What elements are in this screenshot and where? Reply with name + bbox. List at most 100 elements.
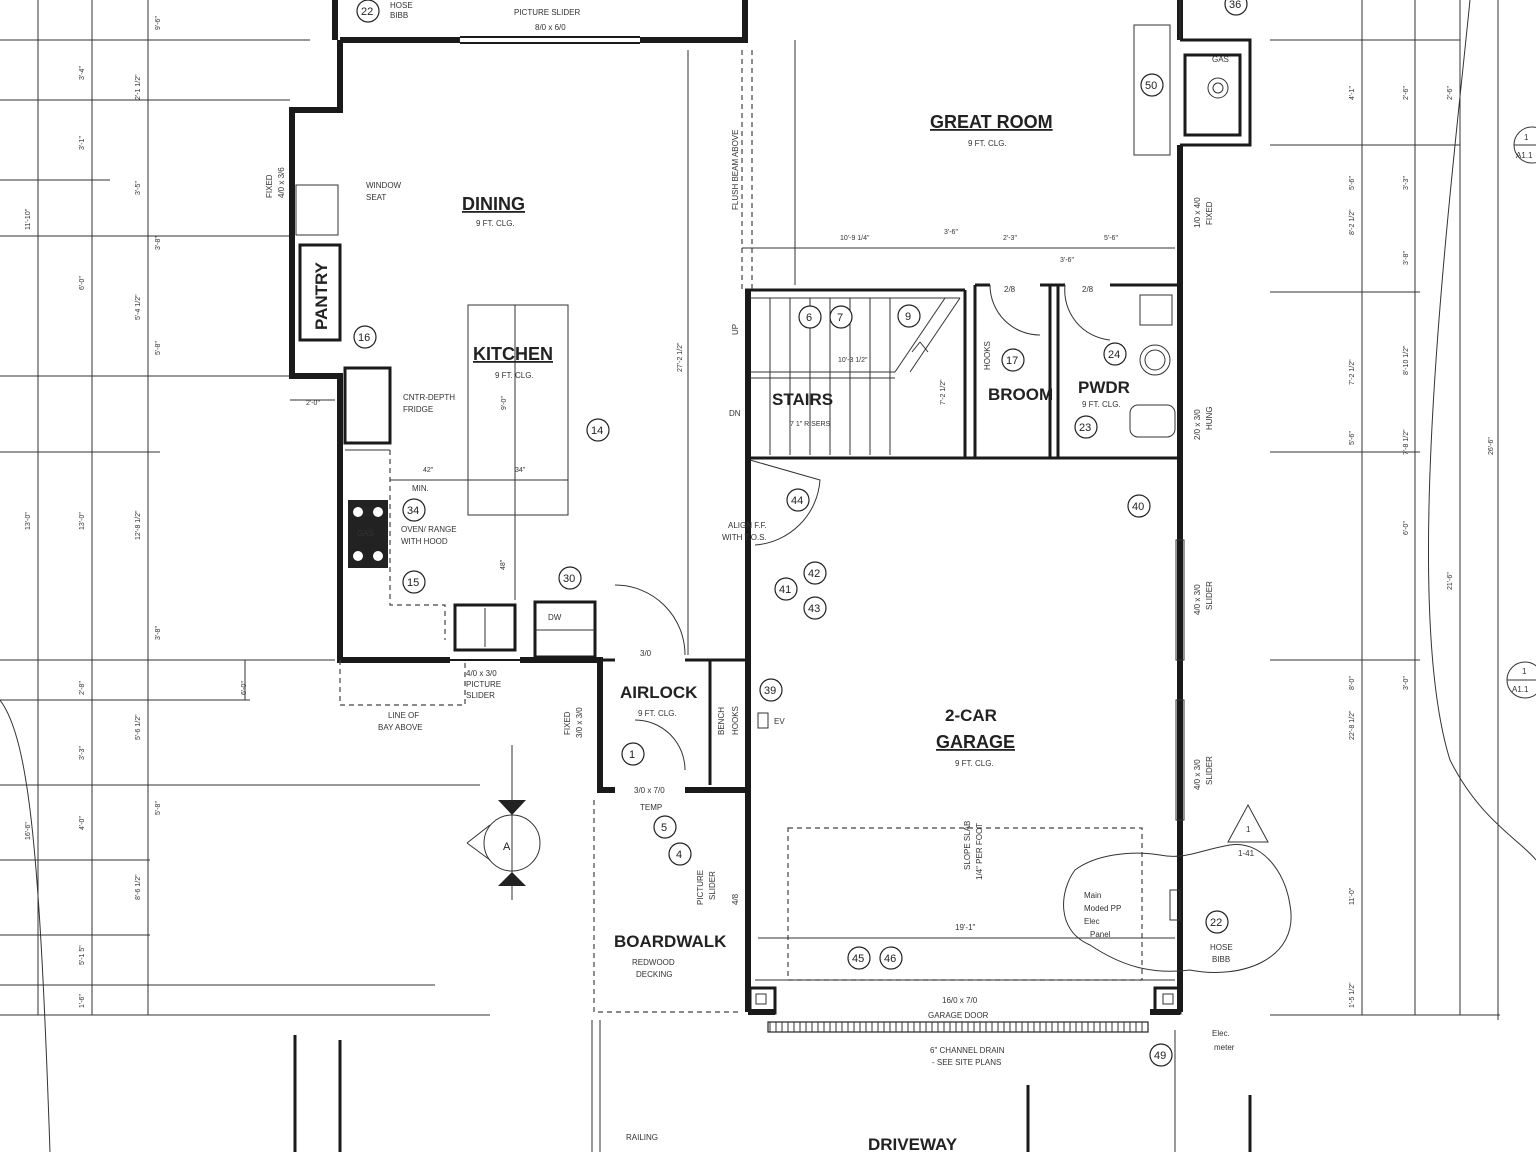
- svg-text:44: 44: [791, 495, 803, 507]
- plan-notes: HOSE BIBB PICTURE SLIDER 8/0 x 6/0 WINDO…: [265, 1, 1235, 1142]
- room-name-stairs: STAIRS: [772, 390, 833, 409]
- dimension-label: 9'-0": [501, 396, 508, 410]
- callout-tags: 22 36 50 16 6 7 9 17 24 23 14 34 15 30 4…: [353, 0, 1248, 1067]
- room-name-garage-line2: GARAGE: [936, 732, 1015, 752]
- dimension-label: 5'-6": [1104, 235, 1118, 242]
- dimension-label: 1'-6": [79, 994, 86, 1008]
- dimension-label: 6'-0": [241, 681, 248, 695]
- svg-text:50: 50: [1145, 80, 1157, 92]
- dimension-label: 3'-8": [155, 626, 162, 640]
- dimension-label: 13'-0": [79, 512, 86, 530]
- ceiling-height: 9 FT. CLG.: [968, 139, 1007, 148]
- dimension-label: 5'-6": [1349, 431, 1356, 445]
- note: 3/0 x 7/0: [634, 786, 665, 795]
- handwritten-note: meter: [1214, 1043, 1235, 1052]
- dimension-label: 5'-8": [155, 341, 162, 355]
- note: EV: [774, 717, 785, 726]
- dimension-label: 3'-6": [1060, 257, 1074, 264]
- note: WITH T.O.S.: [722, 533, 767, 542]
- interior-details: [293, 0, 1292, 1152]
- dimension-label: 3'-4": [79, 66, 86, 80]
- interior-dimensions: 10'-9 1/4" 3'-6" 2'-3" 5'-6" 3'-6" 42" 3…: [241, 229, 1118, 695]
- callout-tag: 22: [356, 0, 380, 23]
- stair-treads: [750, 297, 961, 455]
- note: FLUSH BEAM ABOVE: [731, 130, 740, 210]
- note: RAILING: [626, 1133, 658, 1142]
- note: HOOKS: [983, 341, 992, 370]
- svg-text:49: 49: [1154, 1050, 1166, 1062]
- note: LINE OF: [388, 711, 419, 720]
- svg-text:17: 17: [1006, 355, 1018, 367]
- driveway-label: DRIVEWAY: [868, 1135, 958, 1152]
- callout-tag: 50: [1140, 73, 1164, 97]
- note: 1/4" PER FOOT: [975, 823, 984, 880]
- callout-tag: 43: [803, 596, 827, 620]
- detail-number: 1: [1522, 667, 1527, 676]
- room-name-pwdr: PWDR: [1078, 378, 1130, 397]
- dimension-label: 3'-0": [1403, 676, 1410, 690]
- ceiling-height: 9 FT. CLG.: [1082, 400, 1121, 409]
- revision-number: 1: [1246, 825, 1251, 834]
- note: 4/0 x 3/0: [1193, 759, 1202, 790]
- dimension-label: 34": [515, 467, 526, 474]
- svg-text:5: 5: [661, 822, 667, 834]
- svg-text:4: 4: [676, 849, 682, 861]
- svg-text:46: 46: [884, 953, 896, 965]
- note: UP: [731, 324, 740, 335]
- dimension-label: 2'-6": [1447, 86, 1454, 100]
- note: GARAGE DOOR: [928, 1011, 989, 1020]
- note: MIN.: [412, 484, 429, 493]
- dimension-label: 8'-0": [1349, 676, 1356, 690]
- note: FIXED: [563, 711, 572, 735]
- callout-tag: 30: [558, 566, 582, 590]
- note: SLIDER: [466, 691, 495, 700]
- dimension-label: 3'-6": [944, 229, 958, 236]
- dimension-label: 2'-1 1/2": [135, 74, 142, 100]
- note: PICTURE: [466, 680, 501, 689]
- note: 4/0 x 3/6: [277, 167, 286, 198]
- svg-text:36: 36: [1229, 0, 1241, 11]
- note: PICTURE SLIDER: [514, 8, 580, 17]
- callout-tag: 39: [759, 678, 783, 702]
- room-labels: DINING 9 FT. CLG. KITCHEN 9 FT. CLG. GRE…: [312, 112, 1130, 1152]
- dimension-label: 42": [423, 467, 434, 474]
- room-name-pantry: PANTRY: [312, 261, 331, 330]
- note: SLOPE SLAB: [963, 821, 972, 870]
- dimension-label: 10'-9 1/4": [840, 235, 870, 242]
- callout-tag: 9: [897, 304, 921, 328]
- stair-risers: 7 1" RISERS: [790, 421, 831, 428]
- dimension-label: 3'-1": [79, 136, 86, 150]
- note: 3/0: [640, 649, 652, 658]
- boardwalk-material: DECKING: [636, 970, 672, 979]
- exterior-walls: [289, 0, 1252, 1015]
- callout-tag: 5: [653, 815, 677, 839]
- svg-text:7: 7: [837, 312, 843, 324]
- svg-text:14: 14: [591, 425, 603, 437]
- callout-tag: 41: [774, 577, 798, 601]
- note: BIBB: [1212, 955, 1230, 964]
- note: 4/0 x 3/0: [1193, 584, 1202, 615]
- note: FIXED: [265, 174, 274, 198]
- svg-text:9: 9: [905, 311, 911, 323]
- note: DW: [548, 613, 562, 622]
- note: TEMP: [640, 803, 662, 812]
- callout-tag: 17: [1001, 348, 1025, 372]
- ceiling-height: 9 FT. CLG.: [955, 759, 994, 768]
- note: 8/0 x 6/0: [535, 23, 566, 32]
- detail-sheet: A1.1: [1516, 151, 1533, 160]
- note: ALIGN F.F.: [728, 521, 767, 530]
- revision-triangle: 1 1-41: [1227, 803, 1269, 858]
- dimension-label: 2'-6": [1403, 86, 1410, 100]
- dimension-label: 26'-6": [1488, 437, 1495, 455]
- svg-text:6: 6: [806, 312, 812, 324]
- note: HOSE: [390, 1, 413, 10]
- svg-text:16: 16: [358, 332, 370, 344]
- callout-tag: 45: [847, 946, 871, 970]
- svg-text:39: 39: [764, 685, 776, 697]
- note: 6" CHANNEL DRAIN: [930, 1046, 1005, 1055]
- note: WINDOW: [366, 181, 402, 190]
- dimension-label: 13'-0": [25, 512, 32, 530]
- dimension-label: 8'-2 1/2": [1349, 209, 1356, 235]
- callout-tag: 49: [1149, 1043, 1173, 1067]
- note: - SEE SITE PLANS: [932, 1058, 1001, 1067]
